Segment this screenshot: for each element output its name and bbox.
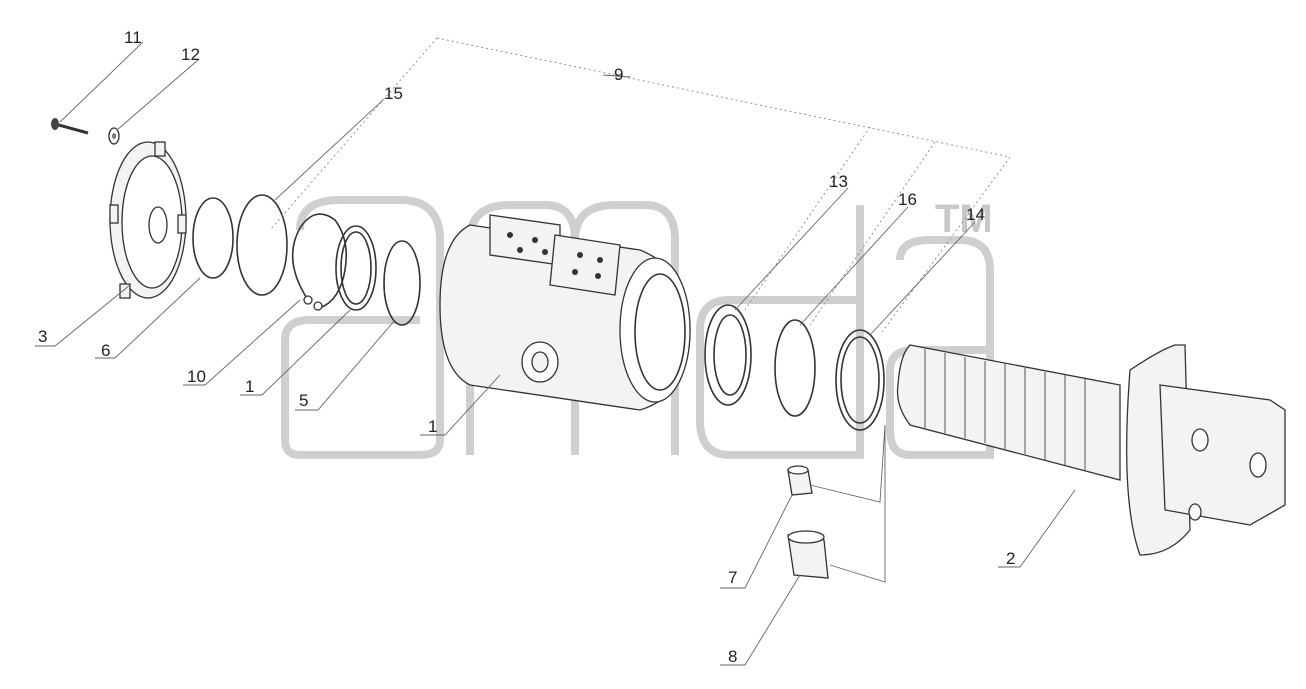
callout-8: 8 — [728, 647, 737, 666]
housing-body-part — [439, 214, 691, 411]
assembly-group-line-9 — [269, 37, 1011, 336]
callout-1-ring: 1 — [245, 377, 254, 396]
callout-12: 12 — [181, 45, 200, 64]
snap-ring-10 — [291, 213, 348, 311]
callout-6: 6 — [101, 341, 110, 360]
ring-15 — [236, 194, 288, 296]
callout-10: 10 — [187, 367, 206, 386]
callout-9: 9 — [614, 65, 623, 84]
callout-13: 13 — [829, 172, 848, 191]
shaft-part — [896, 344, 1286, 556]
callout-7: 7 — [728, 568, 737, 587]
callout-2: 2 — [1006, 549, 1015, 568]
ring-16 — [774, 319, 816, 417]
ring-5 — [383, 240, 421, 326]
callout-15: 15 — [384, 84, 403, 103]
seal-ring-1 — [335, 225, 377, 311]
callout-16: 16 — [898, 190, 917, 209]
screw-part — [51, 118, 89, 135]
callout-11: 11 — [124, 28, 142, 47]
o-ring-6 — [192, 197, 234, 279]
plug-bracket-lines — [809, 424, 886, 583]
callout-3: 3 — [38, 327, 47, 346]
callout-5: 5 — [299, 391, 308, 410]
callout-labels: 11 12 15 9 13 16 14 3 6 10 1 5 1 7 8 2 — [38, 28, 1015, 666]
plug-8 — [787, 530, 829, 579]
callout-14: 14 — [966, 205, 985, 224]
ring-13 — [704, 304, 752, 406]
washer-part — [108, 127, 120, 145]
end-cover-part — [109, 141, 187, 299]
plug-7 — [787, 465, 813, 496]
callout-1-body: 1 — [428, 417, 437, 436]
ring-14 — [835, 329, 885, 431]
leader-lines — [35, 41, 1076, 666]
